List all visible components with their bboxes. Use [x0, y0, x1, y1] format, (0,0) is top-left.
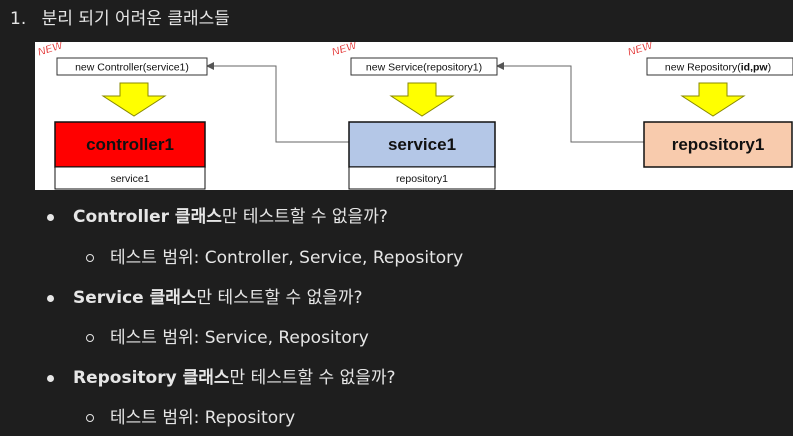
class-box: [643, 121, 793, 168]
heading-text: 분리 되기 어려운 클래스들: [41, 9, 230, 29]
scope-value: Repository: [204, 408, 296, 428]
down-arrow: [101, 82, 167, 117]
scope-label: 테스트 범위:: [110, 248, 205, 268]
class-name: repository1: [672, 135, 765, 154]
list-item: Service 클래스만 테스트할 수 없을까?: [47, 284, 363, 312]
dependency-label: repository1: [396, 173, 448, 185]
column-repository: NEW new Repository(id,pw) repository1: [626, 42, 793, 168]
new-badge-text: NEW: [36, 42, 66, 59]
scope-value: Service, Repository: [204, 328, 369, 348]
bullet-dot: [47, 375, 54, 382]
class-dependency-diagram: NEW new Controller(service1) controller1…: [35, 42, 793, 190]
question-text: 만 테스트할 수 없을까?: [229, 368, 396, 388]
question-text: 만 테스트할 수 없을까?: [221, 207, 388, 227]
class-box: [54, 121, 206, 168]
bullet-dot: [47, 295, 54, 302]
diagram-canvas: NEW new Controller(service1) controller1…: [36, 42, 793, 190]
dependency-label: service1: [110, 173, 149, 185]
question-text: 만 테스트할 수 없을까?: [196, 288, 363, 308]
dependency-box: [348, 166, 496, 190]
dependency-box: [54, 166, 206, 190]
bullet-ring: [86, 334, 94, 342]
class-strong: Controller 클래스: [73, 207, 222, 227]
new-badge: NEW: [626, 42, 656, 59]
scope-label: 테스트 범위:: [110, 328, 205, 348]
constructor-box: [350, 57, 498, 76]
constructor-label: new Repository(id,pw): [665, 62, 771, 74]
class-strong: Repository 클래스: [73, 368, 230, 388]
new-badge-text: NEW: [330, 42, 360, 59]
bullet-ring: [86, 414, 94, 422]
class-name: service1: [388, 135, 456, 154]
class-name: controller1: [86, 135, 174, 154]
constructor-label: new Service(repository1): [366, 62, 482, 74]
list-item: Repository 클래스만 테스트할 수 없을까?: [47, 364, 396, 392]
new-badge: NEW: [36, 42, 66, 59]
class-strong: Service 클래스: [73, 288, 197, 308]
constructor-box: [646, 57, 793, 76]
column-controller: NEW new Controller(service1) controller1…: [36, 42, 208, 190]
bullet-ring: [86, 254, 94, 262]
sub-list-item: 테스트 범위: Service, Repository: [86, 324, 369, 352]
bullet-dot: [47, 214, 54, 221]
constructor-box: [56, 57, 208, 76]
connector-service-to-controller: [206, 62, 349, 143]
list-item: Controller 클래스만 테스트할 수 없을까?: [47, 203, 388, 231]
sub-list-item: 테스트 범위: Repository: [86, 404, 295, 432]
scope-label: 테스트 범위:: [110, 408, 205, 428]
down-arrow: [389, 82, 455, 117]
scope-value: Controller, Service, Repository: [204, 248, 464, 268]
new-badge-text: NEW: [626, 42, 656, 59]
section-heading: 1. 분리 되기 어려운 클래스들: [10, 4, 230, 34]
connector-repository-to-service: [496, 62, 644, 143]
sub-list-item: 테스트 범위: Controller, Service, Repository: [86, 244, 463, 272]
list-number: 1.: [10, 9, 27, 29]
column-service: NEW new Service(repository1) service1 re…: [330, 42, 498, 190]
new-badge: NEW: [330, 42, 360, 59]
constructor-label: new Controller(service1): [75, 62, 189, 74]
down-arrow: [680, 82, 746, 117]
